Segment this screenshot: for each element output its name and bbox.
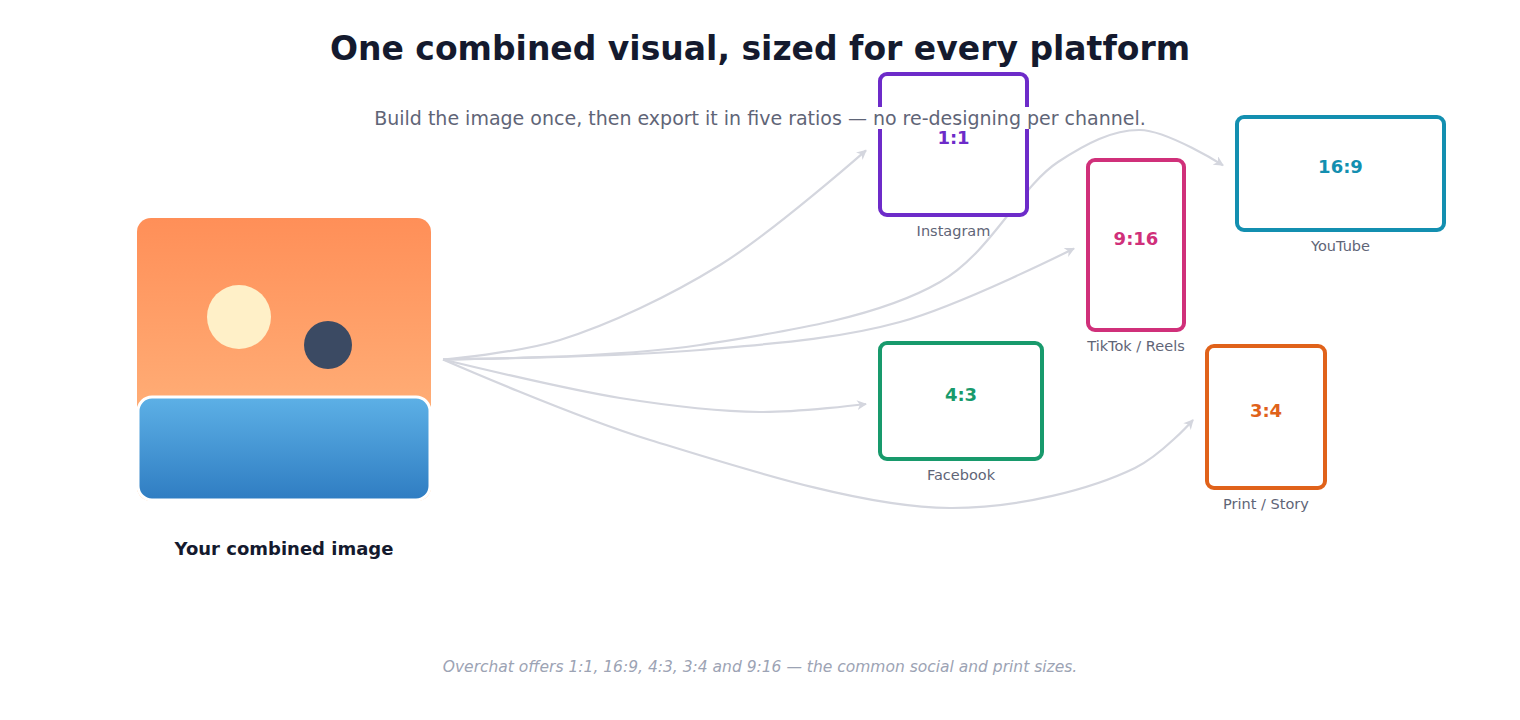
ratio-label: 1:1 <box>937 127 969 148</box>
image-illustration <box>137 218 431 501</box>
platform-label: YouTube <box>1311 238 1370 254</box>
title: One combined visual, sized for every pla… <box>330 29 1190 68</box>
platform-label: Instagram <box>917 223 991 239</box>
image-label: Your combined image <box>175 538 394 559</box>
image-dot <box>304 321 352 369</box>
platform-label: Print / Story <box>1223 496 1309 512</box>
ratio-outline: 3:4 <box>1205 344 1327 490</box>
ratio-label: 4:3 <box>945 384 977 405</box>
ratio-label: 9:16 <box>1114 228 1159 249</box>
caption: Overchat offers 1:1, 16:9, 4:3, 3:4 and … <box>443 658 1078 676</box>
ratio-outline: 1:1 <box>878 72 1029 217</box>
ratio-outline: 16:9 <box>1235 115 1446 232</box>
ratio-box: 9:16TikTok / Reels <box>1086 158 1186 332</box>
ratio-box: 1:1Instagram <box>878 72 1029 217</box>
image-sun <box>207 285 271 349</box>
connector-arrow <box>443 360 1193 509</box>
ratio-label: 3:4 <box>1250 400 1282 421</box>
ratio-outline: 9:16 <box>1086 158 1186 332</box>
ratio-box: 16:9YouTube <box>1235 115 1446 232</box>
image-sky <box>137 218 431 501</box>
connector-arrow <box>443 130 1223 360</box>
platform-label: TikTok / Reels <box>1087 338 1184 354</box>
ratio-label: 16:9 <box>1318 156 1363 177</box>
platform-label: Facebook <box>927 467 995 483</box>
image-band <box>138 397 430 500</box>
subtitle: Build the image once, then export it in … <box>370 107 1150 129</box>
ratio-outline: 4:3 <box>878 341 1044 461</box>
ratio-box: 3:4Print / Story <box>1205 344 1327 490</box>
ratio-box: 4:3Facebook <box>878 341 1044 461</box>
source-image: Your combined image <box>137 218 431 501</box>
